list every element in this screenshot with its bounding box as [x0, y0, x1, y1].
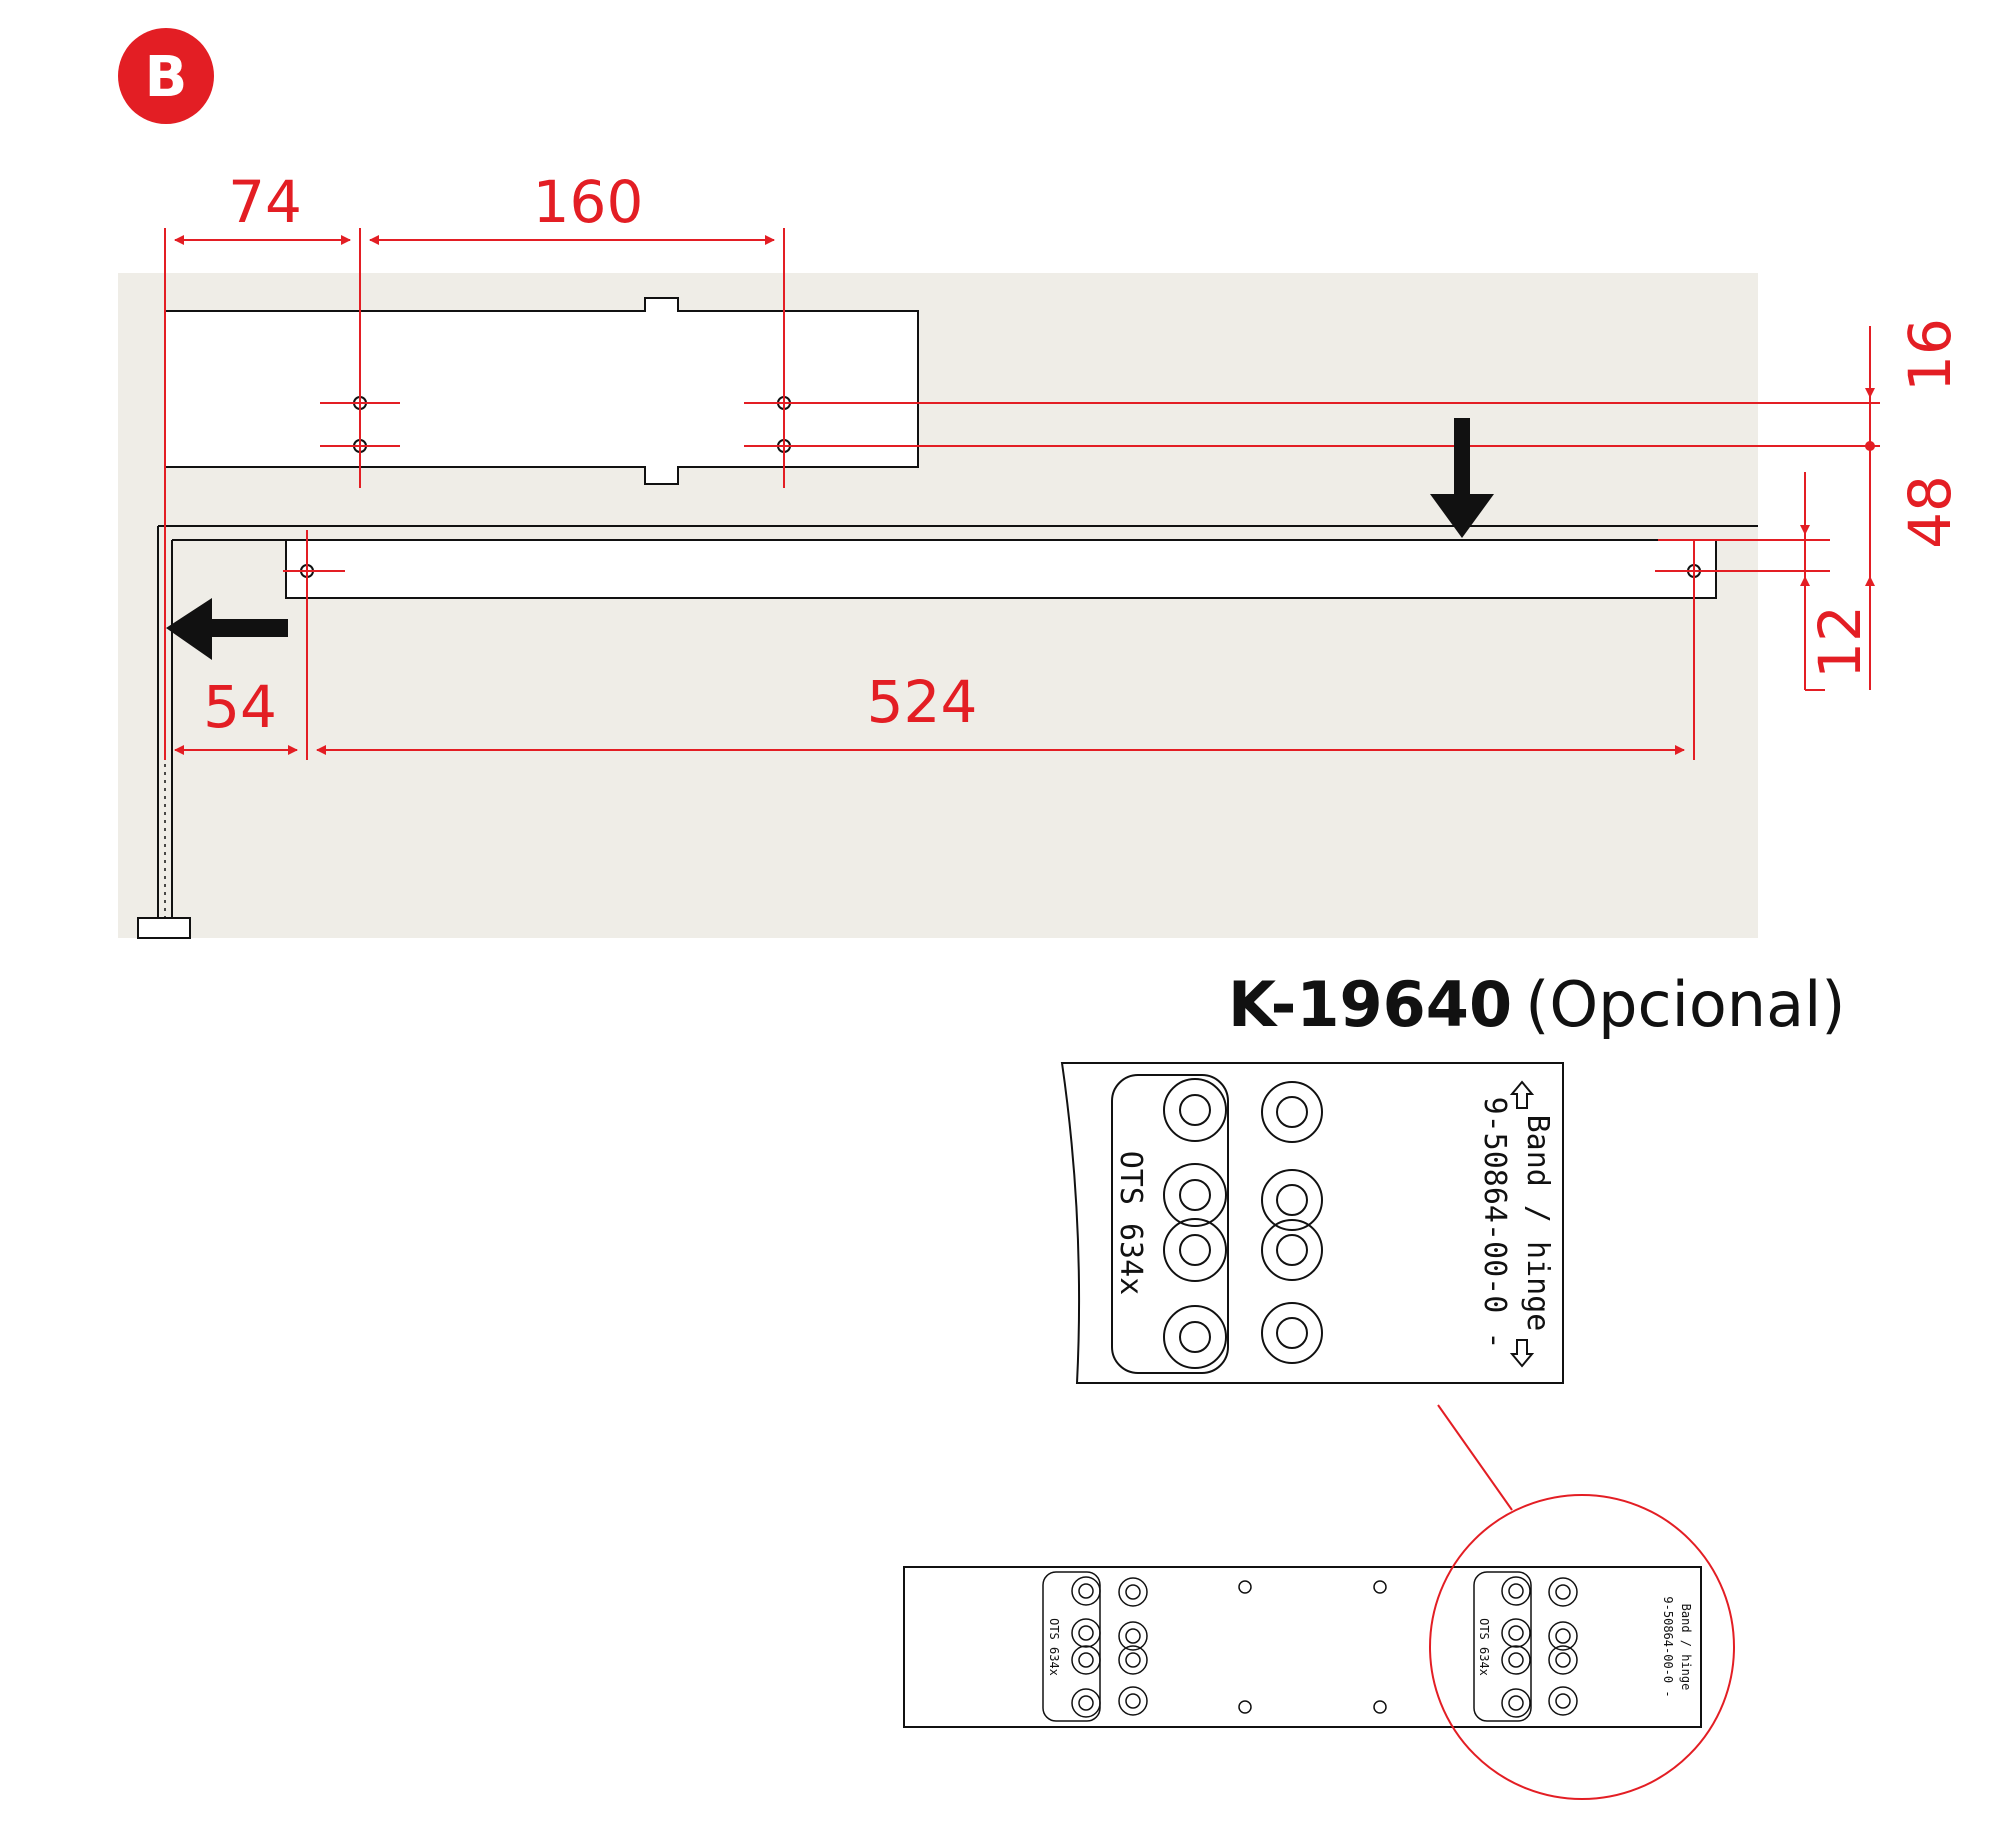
- accessory-title: K-19640 (Opcional): [1228, 968, 1845, 1041]
- dim-16: 16: [1896, 318, 1964, 392]
- closer-body: [164, 297, 919, 485]
- plate-overview: OTS 634x OTS 634x Band / hinge 9-50864-0…: [903, 1566, 1702, 1728]
- dimension-node: [1865, 441, 1875, 451]
- dim-524: 524: [867, 668, 978, 736]
- plate-model-label: OTS 634x: [1113, 1151, 1148, 1296]
- accessory-code: K-19640: [1228, 968, 1512, 1041]
- dim-160: 160: [533, 168, 644, 236]
- callout-line: [1437, 1404, 1513, 1511]
- badge-label: B: [145, 45, 188, 110]
- hollow-arrow-icon: [1509, 1080, 1535, 1368]
- dimension-lines: [174, 235, 1875, 755]
- slide-rail: [285, 539, 1717, 599]
- dim-48: 48: [1896, 475, 1964, 549]
- plate-direction-label: Band / hinge: [1520, 1115, 1555, 1332]
- dim-54: 54: [203, 673, 277, 741]
- overview-model-label-right: OTS 634x: [1477, 1618, 1491, 1676]
- dim-74: 74: [228, 168, 302, 236]
- overview-part-number: 9-50864-00-0 -: [1661, 1596, 1675, 1697]
- centerlines: [164, 228, 1880, 760]
- overview-direction-label: Band / hinge: [1679, 1604, 1693, 1691]
- door-frame-outline: [137, 525, 1758, 939]
- magnifier-circle: [1429, 1494, 1735, 1800]
- arrow-left-icon: [166, 598, 288, 660]
- plate-detail-large: OTS 634x Band / hinge 9-50864-00-0 -: [1060, 1062, 1564, 1384]
- plate-part-number: 9-50864-00-0 -: [1477, 1097, 1512, 1350]
- section-badge: B: [118, 28, 214, 124]
- arrow-down-icon: [1430, 418, 1494, 538]
- dim-12: 12: [1806, 605, 1874, 679]
- overview-model-label-left: OTS 634x: [1047, 1618, 1061, 1676]
- accessory-note: (Opcional): [1525, 968, 1845, 1041]
